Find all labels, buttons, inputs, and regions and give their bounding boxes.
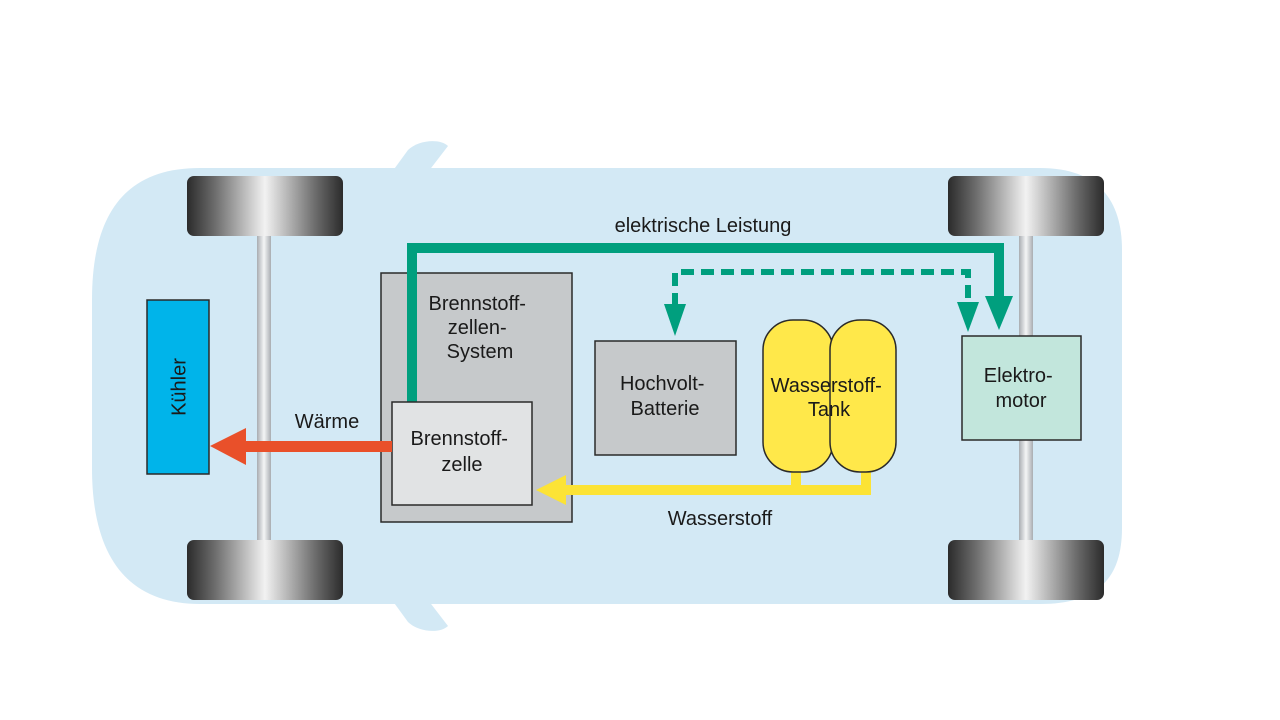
heat-label: Wärme bbox=[295, 411, 359, 433]
kuehler-label: Kühler bbox=[168, 358, 190, 416]
cell-label-line-1: Brennstoff- bbox=[410, 428, 507, 450]
wheel-front-top bbox=[187, 176, 343, 236]
brennstoffzellen-system-label: Brennstoff- zellen- System bbox=[428, 293, 531, 363]
motor-label-line-1: Elektro- bbox=[984, 365, 1053, 387]
electric-power-arrow bbox=[407, 243, 1013, 402]
tank-label-line-2: Tank bbox=[808, 399, 851, 421]
kuehler-box bbox=[146, 299, 210, 475]
electric-battery-dashed-arrow bbox=[664, 269, 979, 336]
battery-label-line-2: Batterie bbox=[631, 398, 700, 420]
mirror-bottom bbox=[392, 600, 448, 631]
batterie-box bbox=[594, 340, 737, 456]
mirror-top bbox=[392, 141, 448, 172]
system-label-line-1: Brennstoff- bbox=[428, 293, 525, 315]
system-label-line-3: System bbox=[447, 341, 514, 363]
wheel-rear-bottom bbox=[948, 540, 1104, 600]
hydrogen-label: Wasserstoff bbox=[668, 508, 773, 530]
cell-label-line-2: zelle bbox=[441, 454, 482, 476]
front-axle bbox=[257, 232, 271, 544]
batterie-label: Hochvolt- Batterie bbox=[620, 373, 710, 420]
tank-label-line-1: Wasserstoff- bbox=[771, 375, 882, 397]
brennstoffzelle-label: Brennstoff- zelle bbox=[410, 428, 513, 476]
motor-box bbox=[961, 335, 1082, 441]
motor-label: Elektro- motor bbox=[984, 365, 1058, 412]
system-label-line-2: zellen- bbox=[448, 317, 507, 339]
electric-power-label: elektrische Leistung bbox=[615, 215, 792, 237]
hydrogen-arrow bbox=[536, 468, 871, 505]
wheel-rear-top bbox=[948, 176, 1104, 236]
wheel-front-bottom bbox=[187, 540, 343, 600]
heat-arrow bbox=[210, 428, 392, 465]
brennstoffzelle-box bbox=[391, 401, 533, 506]
motor-label-line-2: motor bbox=[995, 390, 1046, 412]
battery-label-line-1: Hochvolt- bbox=[620, 373, 704, 395]
tank-capsule-right bbox=[829, 319, 897, 473]
tank-label: Wasserstoff- Tank bbox=[771, 375, 888, 421]
wasserstoff-tank bbox=[762, 319, 897, 473]
